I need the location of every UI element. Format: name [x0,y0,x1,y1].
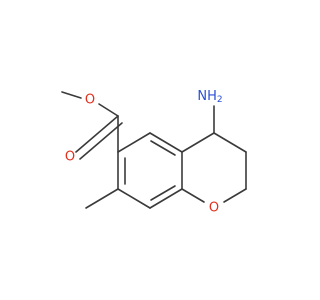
ring-oxygen-label: O [209,201,219,216]
bond-ring-c5-c4a [149,132,183,153]
bond-c4-c3 [213,132,247,153]
bond-c4a-c4 [181,132,215,153]
bond-ester-o-carbonyl [98,103,119,117]
nh2-label: NH2 [197,89,222,106]
chemical-structure: NH2 O O O [61,89,247,216]
carbonyl-oxygen-label: O [65,150,75,165]
bond-carbonyl-double-1 [75,115,119,153]
bond-carbonyl-double-2 [79,122,123,160]
bond-ring-inner-3 [150,185,176,201]
bond-ring-methyl [85,188,119,209]
bond-ring-inner-2 [150,140,176,156]
bond-methyl-ester-o [61,91,82,99]
bond-o1-c8a [181,188,205,203]
bond-c2-o1 [223,188,247,203]
bond-ring-c8a-c8 [149,188,183,209]
bond-ring-c8-c7 [117,188,151,209]
bond-ring-c6-c5 [117,132,151,153]
ester-oxygen-label: O [85,93,95,108]
